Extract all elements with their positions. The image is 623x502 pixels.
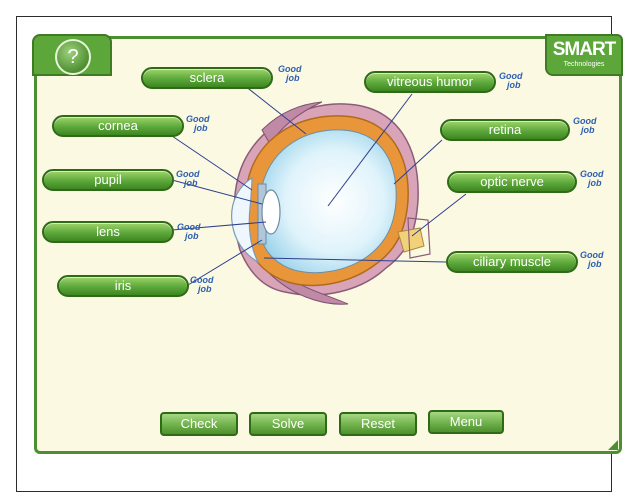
brand-name: SMART <box>552 39 617 60</box>
cornea-shape <box>231 176 260 264</box>
good-job-line1: Good <box>278 64 302 74</box>
label-iris[interactable]: iris <box>57 275 189 297</box>
good-job-line2: job <box>581 125 595 135</box>
good-job-line2: job <box>185 231 199 241</box>
lens-shape <box>261 189 281 235</box>
label-vitreous-humor[interactable]: vitreous humor <box>364 71 496 93</box>
optic-sheath <box>407 217 431 259</box>
good-job-line1: Good <box>580 169 604 179</box>
label-pupil[interactable]: pupil <box>42 169 174 191</box>
good-job-line2: job <box>184 178 198 188</box>
label-ciliary-muscle[interactable]: ciliary muscle <box>446 251 578 273</box>
leader-cornea <box>171 135 253 191</box>
brand-subtitle: Technologies <box>563 61 605 68</box>
label-retina[interactable]: retina <box>440 119 570 141</box>
leader-lines <box>171 81 467 286</box>
menu-button[interactable]: Menu <box>428 410 504 434</box>
label-cornea[interactable]: cornea <box>52 115 184 137</box>
leader-iris <box>187 239 263 286</box>
check-button[interactable]: Check <box>160 412 238 436</box>
good-job-line1: Good <box>186 114 210 124</box>
good-job-line2: job <box>286 73 300 83</box>
good-job-line1: Good <box>573 116 597 126</box>
good-job-line2: job <box>588 259 602 269</box>
good-job-line2: job <box>194 123 208 133</box>
resize-handle[interactable] <box>608 440 618 450</box>
leader-optic <box>411 193 467 237</box>
good-job-line1: Good <box>176 169 200 179</box>
leader-ciliary <box>263 257 447 263</box>
good-job-line2: job <box>507 80 521 90</box>
good-job-line1: Good <box>499 71 523 81</box>
leader-vitreous <box>327 93 413 207</box>
label-optic-nerve[interactable]: optic nerve <box>447 171 577 193</box>
label-sclera[interactable]: sclera <box>141 67 273 89</box>
reset-button[interactable]: Reset <box>339 412 417 436</box>
leader-lens <box>171 221 267 231</box>
good-job-line2: job <box>588 178 602 188</box>
solve-button[interactable]: Solve <box>249 412 327 436</box>
good-job-line1: Good <box>177 222 201 232</box>
leader-retina <box>393 139 443 185</box>
smart-logo: SMART Technologies <box>545 34 623 76</box>
good-job-line1: Good <box>190 275 214 285</box>
label-lens[interactable]: lens <box>42 221 174 243</box>
help-button[interactable]: ? <box>55 39 91 75</box>
good-job-line2: job <box>198 284 212 294</box>
optic-nerve-shape <box>397 227 425 253</box>
leader-sclera <box>239 81 307 135</box>
good-job-line1: Good <box>580 250 604 260</box>
leader-pupil <box>171 179 263 205</box>
